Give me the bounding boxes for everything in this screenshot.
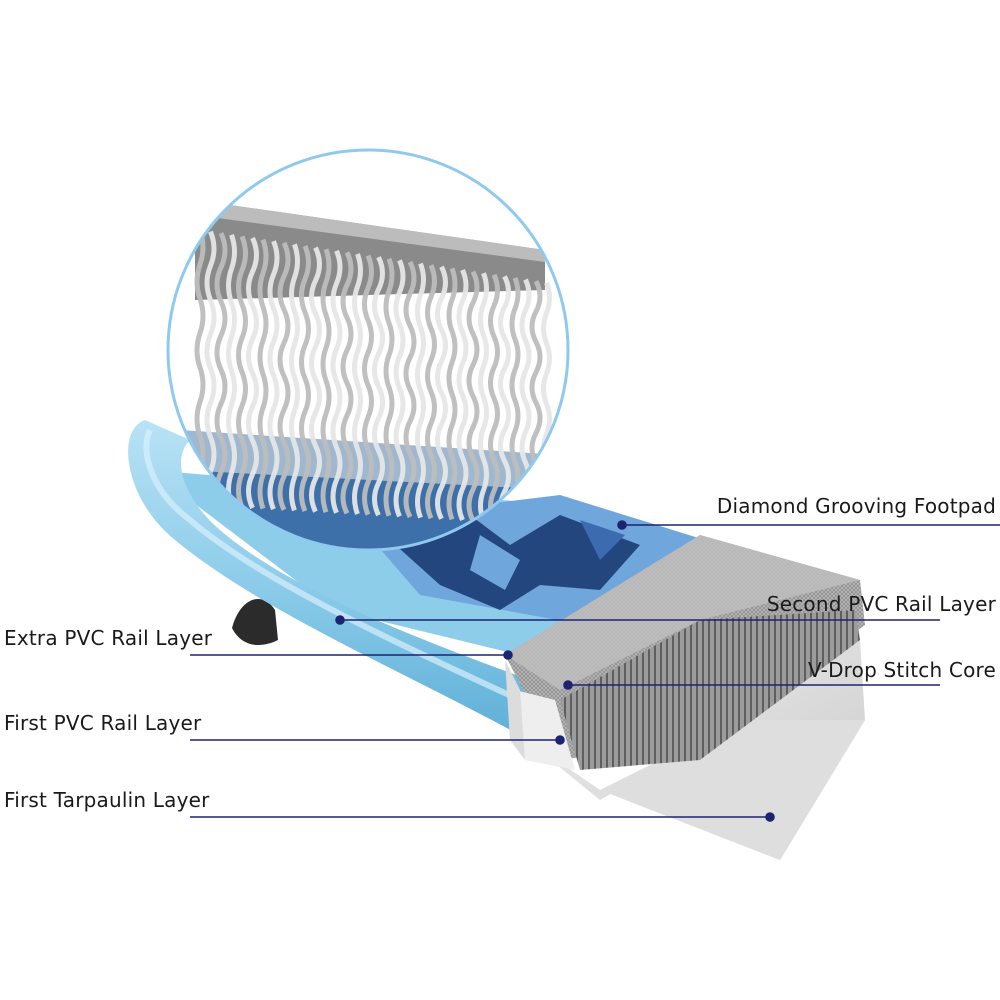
- fiber-strand: [267, 240, 280, 511]
- fiber-strand: [352, 253, 363, 515]
- leader-dot-first-tarpaulin: [765, 812, 775, 822]
- fiber-strand: [236, 235, 248, 509]
- fiber-strand: [478, 272, 489, 523]
- drop-stitch-fibers: [194, 229, 552, 526]
- fiber-strand: [214, 232, 228, 508]
- fiber-strand: [226, 233, 237, 508]
- fiber-strand: [299, 245, 311, 512]
- label-diamond-footpad: Diamond Grooving Footpad: [716, 494, 996, 518]
- fiber-strand: [246, 236, 259, 510]
- fiber-strand: [488, 273, 500, 523]
- leader-dot-diamond-footpad: [617, 520, 627, 530]
- fiber-strand: [320, 248, 332, 514]
- fiber-strand: [289, 243, 300, 512]
- fiber-strand: [277, 241, 291, 511]
- fiber-strand: [362, 254, 374, 516]
- label-second-pvc-rail: Second PVC Rail Layer: [766, 592, 996, 616]
- fin: [232, 598, 278, 645]
- fiber-strand: [257, 238, 269, 510]
- fiber-strand: [415, 262, 426, 519]
- leader-dot-extra-pvc-rail: [503, 650, 513, 660]
- label-extra-pvc-rail: Extra PVC Rail Layer: [4, 626, 213, 650]
- fiber-strand: [393, 259, 406, 518]
- fiber-strand: [446, 267, 458, 521]
- fiber-strand: [309, 246, 322, 513]
- fiber-strand: [372, 256, 385, 517]
- leader-dot-first-pvc-rail: [555, 735, 565, 745]
- fiber-strand: [403, 260, 417, 519]
- fiber-strand: [383, 257, 395, 517]
- label-vdrop-core: V-Drop Stitch Core: [807, 658, 996, 682]
- fiber-strand: [498, 275, 511, 524]
- leader-dot-vdrop-core: [563, 680, 573, 690]
- fiber-strand: [456, 268, 469, 522]
- leader-lines: [190, 520, 1000, 822]
- fiber-strand: [425, 264, 437, 520]
- label-first-tarpaulin: First Tarpaulin Layer: [4, 788, 210, 812]
- fiber-strand: [340, 251, 354, 515]
- fiber-strand: [330, 249, 343, 514]
- leader-dot-second-pvc-rail: [335, 615, 345, 625]
- fiber-strand: [204, 230, 217, 507]
- label-first-pvc-rail: First PVC Rail Layer: [4, 711, 202, 735]
- fiber-strand: [435, 265, 448, 520]
- magnifier-ring: [166, 148, 570, 552]
- fiber-strand: [466, 270, 480, 522]
- cross-section-block: [505, 535, 865, 770]
